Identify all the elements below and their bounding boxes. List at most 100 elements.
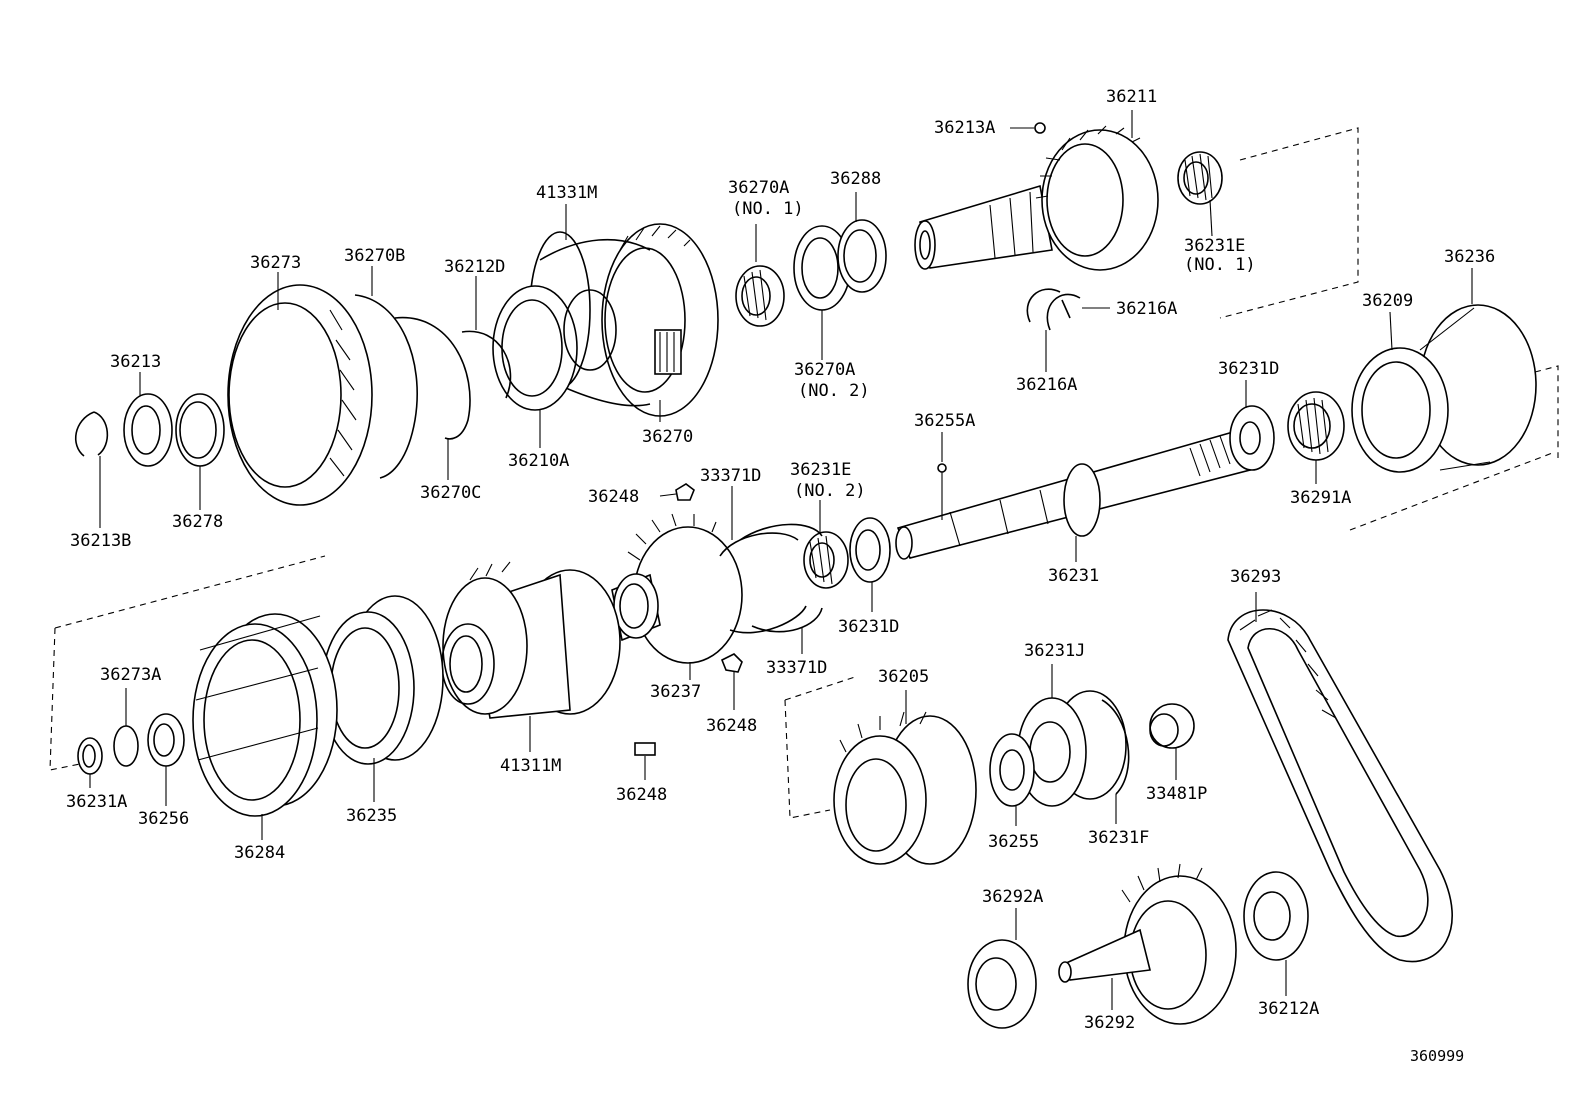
part-36278-washer	[175, 393, 225, 467]
part-36248-bottom-pin	[634, 742, 656, 756]
part-41311M-drum	[441, 561, 621, 719]
part-36292A-bearing	[967, 939, 1037, 1029]
label-33371D-bottom: 33371D	[766, 658, 827, 678]
label-36213: 36213	[110, 352, 161, 372]
label-36292: 36292	[1084, 1013, 1135, 1033]
label-36231J: 36231J	[1024, 641, 1085, 661]
part-36256-bearing	[147, 713, 185, 767]
part-33371D-ring-bottom	[751, 607, 823, 633]
label-36212D: 36212D	[444, 257, 505, 277]
label-36231E-no1: 36231E	[1184, 236, 1245, 256]
label-36213A: 36213A	[934, 118, 995, 138]
label-36213B: 36213B	[70, 531, 131, 551]
label-36256: 36256	[138, 809, 189, 829]
label-36237: 36237	[650, 682, 701, 702]
label-36211: 36211	[1106, 87, 1157, 107]
label-41331M: 41331M	[536, 183, 597, 203]
part-33371D-ring-top	[739, 523, 823, 541]
part-36288-washer	[837, 219, 887, 293]
label-36216A-top: 36216A	[1116, 299, 1177, 319]
label-36216A-bottom: 36216A	[1016, 375, 1077, 395]
part-36273-ring-gear	[227, 284, 373, 506]
label-36231: 36231	[1048, 566, 1099, 586]
part-36231J-bearing	[1017, 690, 1127, 807]
part-36205-sprocket	[833, 711, 977, 865]
part-36212A-bearing	[1243, 871, 1309, 961]
drawing-number: 360999	[1410, 1047, 1464, 1065]
part-36216A-snap-rings	[1026, 288, 1081, 331]
label-36278: 36278	[172, 512, 223, 532]
part-36291A-bearing	[1287, 391, 1345, 461]
label-41311M: 41311M	[500, 756, 561, 776]
part-36270A-no1-bearing	[735, 265, 785, 327]
part-33481P-bearing	[1149, 703, 1195, 749]
part-36231E-no2-bearing	[803, 531, 849, 589]
label-36273: 36273	[250, 253, 301, 273]
part-36255-plate	[989, 733, 1035, 807]
label-36209: 36209	[1362, 291, 1413, 311]
part-36231E-no1-bearing	[1177, 151, 1223, 205]
part-36236-drum	[1351, 304, 1537, 473]
part-36237-sun-gear	[611, 513, 743, 664]
label-36270A-no1-note: (NO. 1)	[732, 199, 804, 219]
label-36292A: 36292A	[982, 887, 1043, 907]
label-36255: 36255	[988, 832, 1039, 852]
label-36270A-no2: 36270A	[794, 360, 855, 380]
label-36231D-top: 36231D	[1218, 359, 1279, 379]
label-36291A: 36291A	[1290, 488, 1351, 508]
label-36231F: 36231F	[1088, 828, 1149, 848]
part-36248-mid-key	[720, 653, 743, 673]
label-36231E-no1-note: (NO. 1)	[1184, 255, 1256, 275]
label-36210A: 36210A	[508, 451, 569, 471]
part-36213A-ball	[1034, 122, 1046, 134]
part-36293-drive-chain	[1227, 609, 1453, 963]
part-36255A-ball	[937, 463, 947, 473]
label-36212A: 36212A	[1258, 999, 1319, 1019]
part-36284-drum	[192, 613, 338, 817]
label-36231A: 36231A	[66, 792, 127, 812]
label-36248-top: 36248	[588, 487, 639, 507]
label-36270C: 36270C	[420, 483, 481, 503]
label-33371D-top: 33371D	[700, 466, 761, 486]
label-36205: 36205	[878, 667, 929, 687]
label-36231D-bottom: 36231D	[838, 617, 899, 637]
label-36248-bottom: 36248	[616, 785, 667, 805]
label-36284: 36284	[234, 843, 285, 863]
part-36270C-ring	[394, 316, 471, 440]
part-36213-bearing	[123, 393, 173, 467]
part-36212D-ring	[461, 330, 512, 399]
label-36270: 36270	[642, 427, 693, 447]
label-36231E-no2-note: (NO. 2)	[794, 481, 866, 501]
label-36288: 36288	[830, 169, 881, 189]
part-36213B-snap-ring	[75, 411, 109, 457]
part-36231D-top-thrust-washer	[1229, 405, 1275, 471]
label-36236: 36236	[1444, 247, 1495, 267]
leader-lines	[89, 110, 1473, 1010]
label-36293: 36293	[1230, 567, 1281, 587]
part-36270B-ring	[354, 294, 418, 479]
label-36255A: 36255A	[914, 411, 975, 431]
label-36248-mid: 36248	[706, 716, 757, 736]
part-36248-top-key	[675, 483, 695, 501]
label-33481P: 33481P	[1146, 784, 1207, 804]
part-36210A-hub	[492, 285, 617, 411]
part-36270-planetary-carrier	[539, 223, 719, 417]
label-36273A: 36273A	[100, 665, 161, 685]
part-36292-sprocket-shaft	[1058, 863, 1237, 1025]
part-36231A-bearing	[77, 737, 103, 775]
part-36231-main-shaft	[895, 429, 1251, 560]
group-outlines	[49, 127, 1559, 819]
part-36231D-bottom-thrust-washer	[849, 517, 891, 583]
label-36270B: 36270B	[344, 246, 405, 266]
part-labels: 36211 36213A 36231E (NO. 1) 36216A 36216…	[66, 87, 1495, 1065]
label-36231E-no2: 36231E	[790, 460, 851, 480]
part-33371D-clip-rings	[719, 532, 807, 634]
label-36270A-no2-note: (NO. 2)	[798, 381, 870, 401]
part-36211-shaft-gear	[914, 125, 1159, 271]
label-36235: 36235	[346, 806, 397, 826]
part-36273A-ring	[113, 725, 139, 767]
part-36231F-snap-ring	[1101, 699, 1130, 795]
label-36270A-no1: 36270A	[728, 178, 789, 198]
part-36235-drum	[321, 595, 444, 765]
